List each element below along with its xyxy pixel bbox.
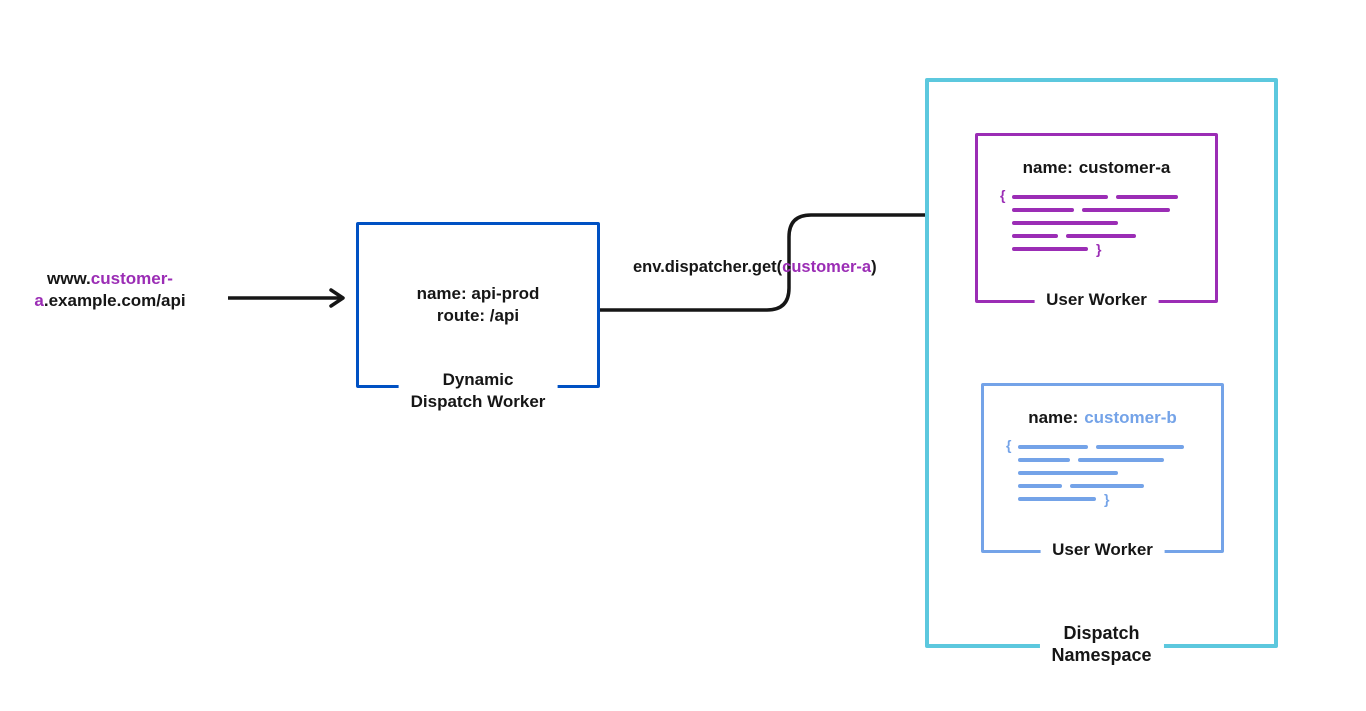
dispatch-namespace-label: Dispatch Namespace: [1039, 620, 1164, 668]
worker-a-name: name: customer-a: [978, 158, 1215, 178]
code-snippet-icon: {}: [1000, 188, 1215, 257]
call-customer-highlight: customer-a: [782, 258, 872, 276]
worker-b-name: name: customer-b: [984, 408, 1221, 428]
url-plain-text-2: .example.com/api: [43, 291, 186, 310]
worker-b-name-value: customer-b: [1084, 408, 1177, 427]
worker-a-name-label: name:: [1022, 158, 1073, 177]
url-customer-highlight: customer-: [90, 269, 173, 288]
namespace-label-line2: Namespace: [1051, 645, 1152, 665]
dispatch-worker-label: Dynamic Dispatch Worker: [398, 366, 558, 415]
url-customer-highlight-2: a: [34, 291, 44, 310]
worker-a-name-value: customer-a: [1078, 158, 1171, 177]
url-plain-text: www.: [47, 269, 91, 288]
dispatch-worker-label-line1: Dynamic: [442, 369, 514, 389]
dispatch-worker-route: route: /api: [436, 306, 520, 325]
worker-b-name-label: name:: [1028, 408, 1079, 427]
request-url: www.customer- a.example.com/api: [8, 268, 212, 312]
call-suffix: ): [871, 258, 877, 276]
code-snippet-icon: {}: [1006, 438, 1221, 507]
user-worker-a-box: name: customer-a {} User Worker: [975, 133, 1218, 313]
request-url-line2: a.example.com/api: [8, 290, 212, 312]
dispatch-worker-config: name: api-prod route: /api: [417, 283, 540, 327]
call-prefix: env.dispatcher.get(: [633, 258, 783, 276]
worker-b-label: User Worker: [1040, 537, 1165, 563]
dispatch-worker-label-line2: Dispatch Worker: [410, 391, 546, 411]
dispatch-worker-name: name: api-prod: [416, 284, 540, 303]
user-worker-b-box: name: customer-b {} User Worker: [981, 383, 1224, 563]
namespace-label-line1: Dispatch: [1063, 623, 1140, 643]
dynamic-dispatch-worker-box: name: api-prod route: /api Dynamic Dispa…: [356, 222, 600, 415]
worker-a-label: User Worker: [1034, 287, 1159, 313]
request-url-line1: www.customer-: [8, 268, 212, 290]
dispatcher-call-label: env.dispatcher.get(customer-a): [633, 258, 877, 277]
